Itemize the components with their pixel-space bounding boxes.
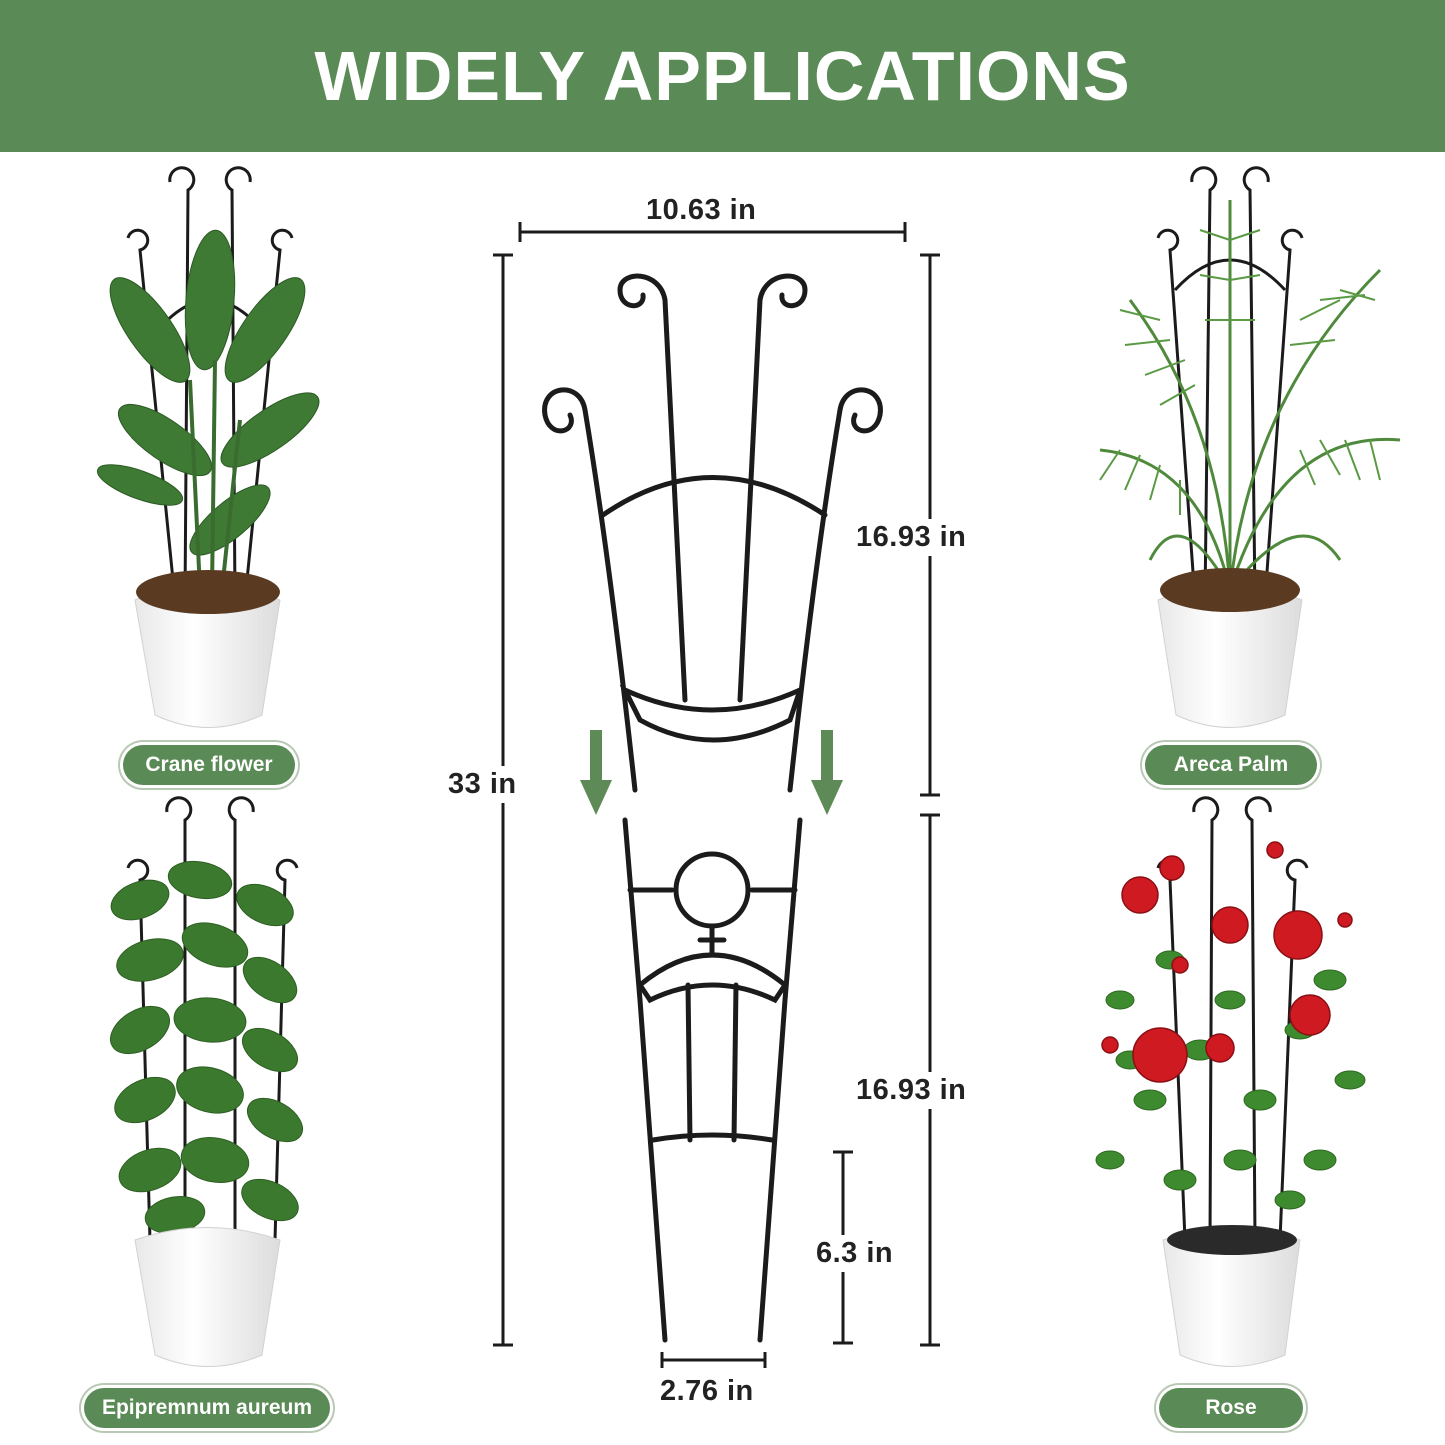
areca-palm-plant: [1099, 166, 1401, 728]
bottom-width-label: 2.76 in: [656, 1373, 758, 1410]
top-width-label: 10.63 in: [642, 192, 761, 229]
page-title: WIDELY APPLICATIONS: [314, 37, 1131, 115]
plant-label-epipremnum-aureum: Epipremnum aureum: [84, 1388, 330, 1428]
bottom-width-dimension-line: [660, 1352, 767, 1368]
epipremnum-plant: [110, 796, 303, 1367]
arrow-down-right-icon: [811, 730, 843, 815]
crane-flower-plant: [96, 166, 320, 728]
upper-height-label: 16.93 in: [852, 519, 971, 556]
top-width-dimension-line: [518, 222, 907, 242]
stake-length-label: 6.3 in: [812, 1235, 898, 1272]
plant-label-crane-flower: Crane flower: [123, 745, 295, 785]
trellis-upper-section: [542, 273, 883, 793]
trellis-lower-section: [622, 817, 803, 1343]
arrow-down-left-icon: [580, 730, 612, 815]
rose-plant: [1095, 796, 1366, 1367]
plant-label-areca-palm: Areca Palm: [1145, 745, 1317, 785]
lower-height-label: 16.93 in: [852, 1072, 971, 1109]
header-banner: WIDELY APPLICATIONS: [0, 0, 1445, 152]
plant-label-rose: Rose: [1159, 1388, 1303, 1428]
total-height-label: 33 in: [444, 766, 521, 803]
